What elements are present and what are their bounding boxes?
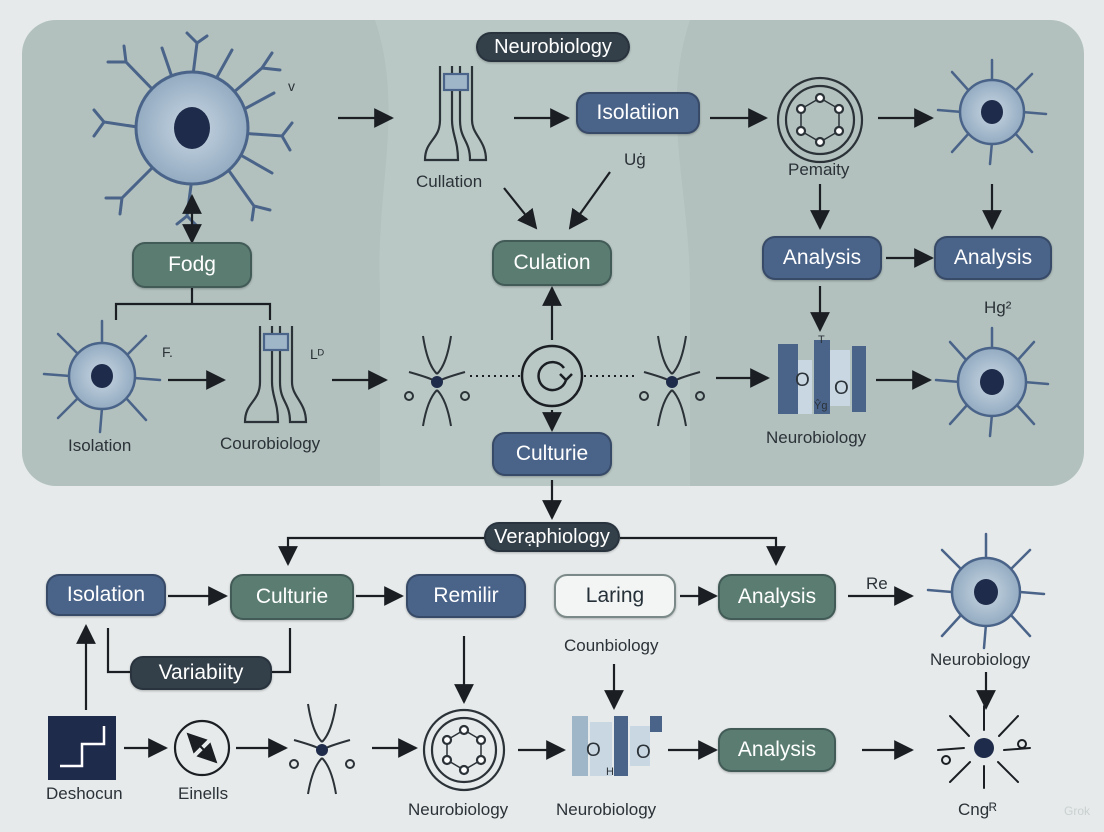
node-culation[interactable]: Culation <box>492 240 612 286</box>
watermark: Grok <box>1064 804 1091 818</box>
synapse-icon <box>404 335 470 427</box>
section-label: Verạphiology <box>484 522 620 552</box>
label-neurobiology-chart-top: Neurobiology <box>766 428 867 447</box>
neuron-icon <box>936 58 1048 166</box>
ring-cell-icon <box>422 708 506 792</box>
node-laring[interactable]: Laring <box>554 574 676 618</box>
chart-label-o1: O <box>795 370 810 391</box>
label-hg: Hg² <box>984 298 1012 317</box>
label-courobiology: Courobiology <box>220 434 321 453</box>
node-culturie-mid[interactable]: Culturie <box>492 432 612 476</box>
cycle-icon <box>520 344 584 408</box>
node-analysis-bottom[interactable]: Analysis <box>718 574 836 620</box>
label-re: Re <box>866 574 888 593</box>
neuron-icon <box>934 326 1050 438</box>
label-f: F. <box>162 344 173 360</box>
circle-arrow-icon <box>173 719 231 777</box>
tube-icon <box>243 326 308 424</box>
synapse-icon <box>289 703 355 795</box>
staircase-icon <box>48 716 116 780</box>
label-cullation: Cullation <box>416 172 483 191</box>
label-ug: Uġ <box>624 150 646 169</box>
label-isolation-neuron: Isolation <box>68 436 132 455</box>
neuron-outline-icon <box>937 705 1031 789</box>
label-l: Lᴰ <box>310 346 325 362</box>
label-cng: Cngᴿ <box>958 800 997 819</box>
neuron-icon <box>926 532 1046 650</box>
chart-label-o2: O <box>834 378 849 399</box>
chart-label-h: H <box>606 766 614 778</box>
node-variability[interactable]: Variabiity <box>130 656 272 690</box>
page-title: Neurobiology <box>476 32 630 62</box>
node-isolation-top[interactable]: Isolatiion <box>576 92 700 134</box>
label-einells: Einells <box>178 784 229 803</box>
bar-chart-icon <box>572 716 662 776</box>
node-analysis-lower[interactable]: Analysis <box>718 728 836 772</box>
node-remilir[interactable]: Remilir <box>406 574 526 618</box>
label-neurobiology-ring: Neurobiology <box>408 800 509 819</box>
label-neurobiology-chart-bottom: Neurobiology <box>556 800 657 819</box>
label-deshocun: Deshocun <box>46 784 123 803</box>
node-fodg[interactable]: Fodg <box>132 242 252 288</box>
tube-icon <box>423 66 488 162</box>
chart-label-o4: O <box>636 742 651 763</box>
bar-chart-icon <box>778 340 866 414</box>
node-culturie-bottom[interactable]: Culturie <box>230 574 354 620</box>
chart-label-yg: Ŷg <box>814 400 828 412</box>
label-v: v <box>288 78 295 94</box>
synapse-icon <box>639 335 705 427</box>
ring-cell-icon <box>776 76 864 164</box>
node-isolation-bottom[interactable]: Isolation <box>46 574 166 616</box>
label-neurobiology-neuron: Neurobiology <box>930 650 1031 669</box>
label-counbiology: Counbiology <box>564 636 659 655</box>
chart-label-t: T <box>818 334 825 346</box>
chart-label-o3: O <box>586 740 601 761</box>
neuron-icon <box>42 319 162 434</box>
label-pemaity: Pemaity <box>788 160 850 179</box>
node-analysis-right[interactable]: Analysis <box>934 236 1052 280</box>
node-analysis-left[interactable]: Analysis <box>762 236 882 280</box>
connectors <box>76 108 1002 760</box>
